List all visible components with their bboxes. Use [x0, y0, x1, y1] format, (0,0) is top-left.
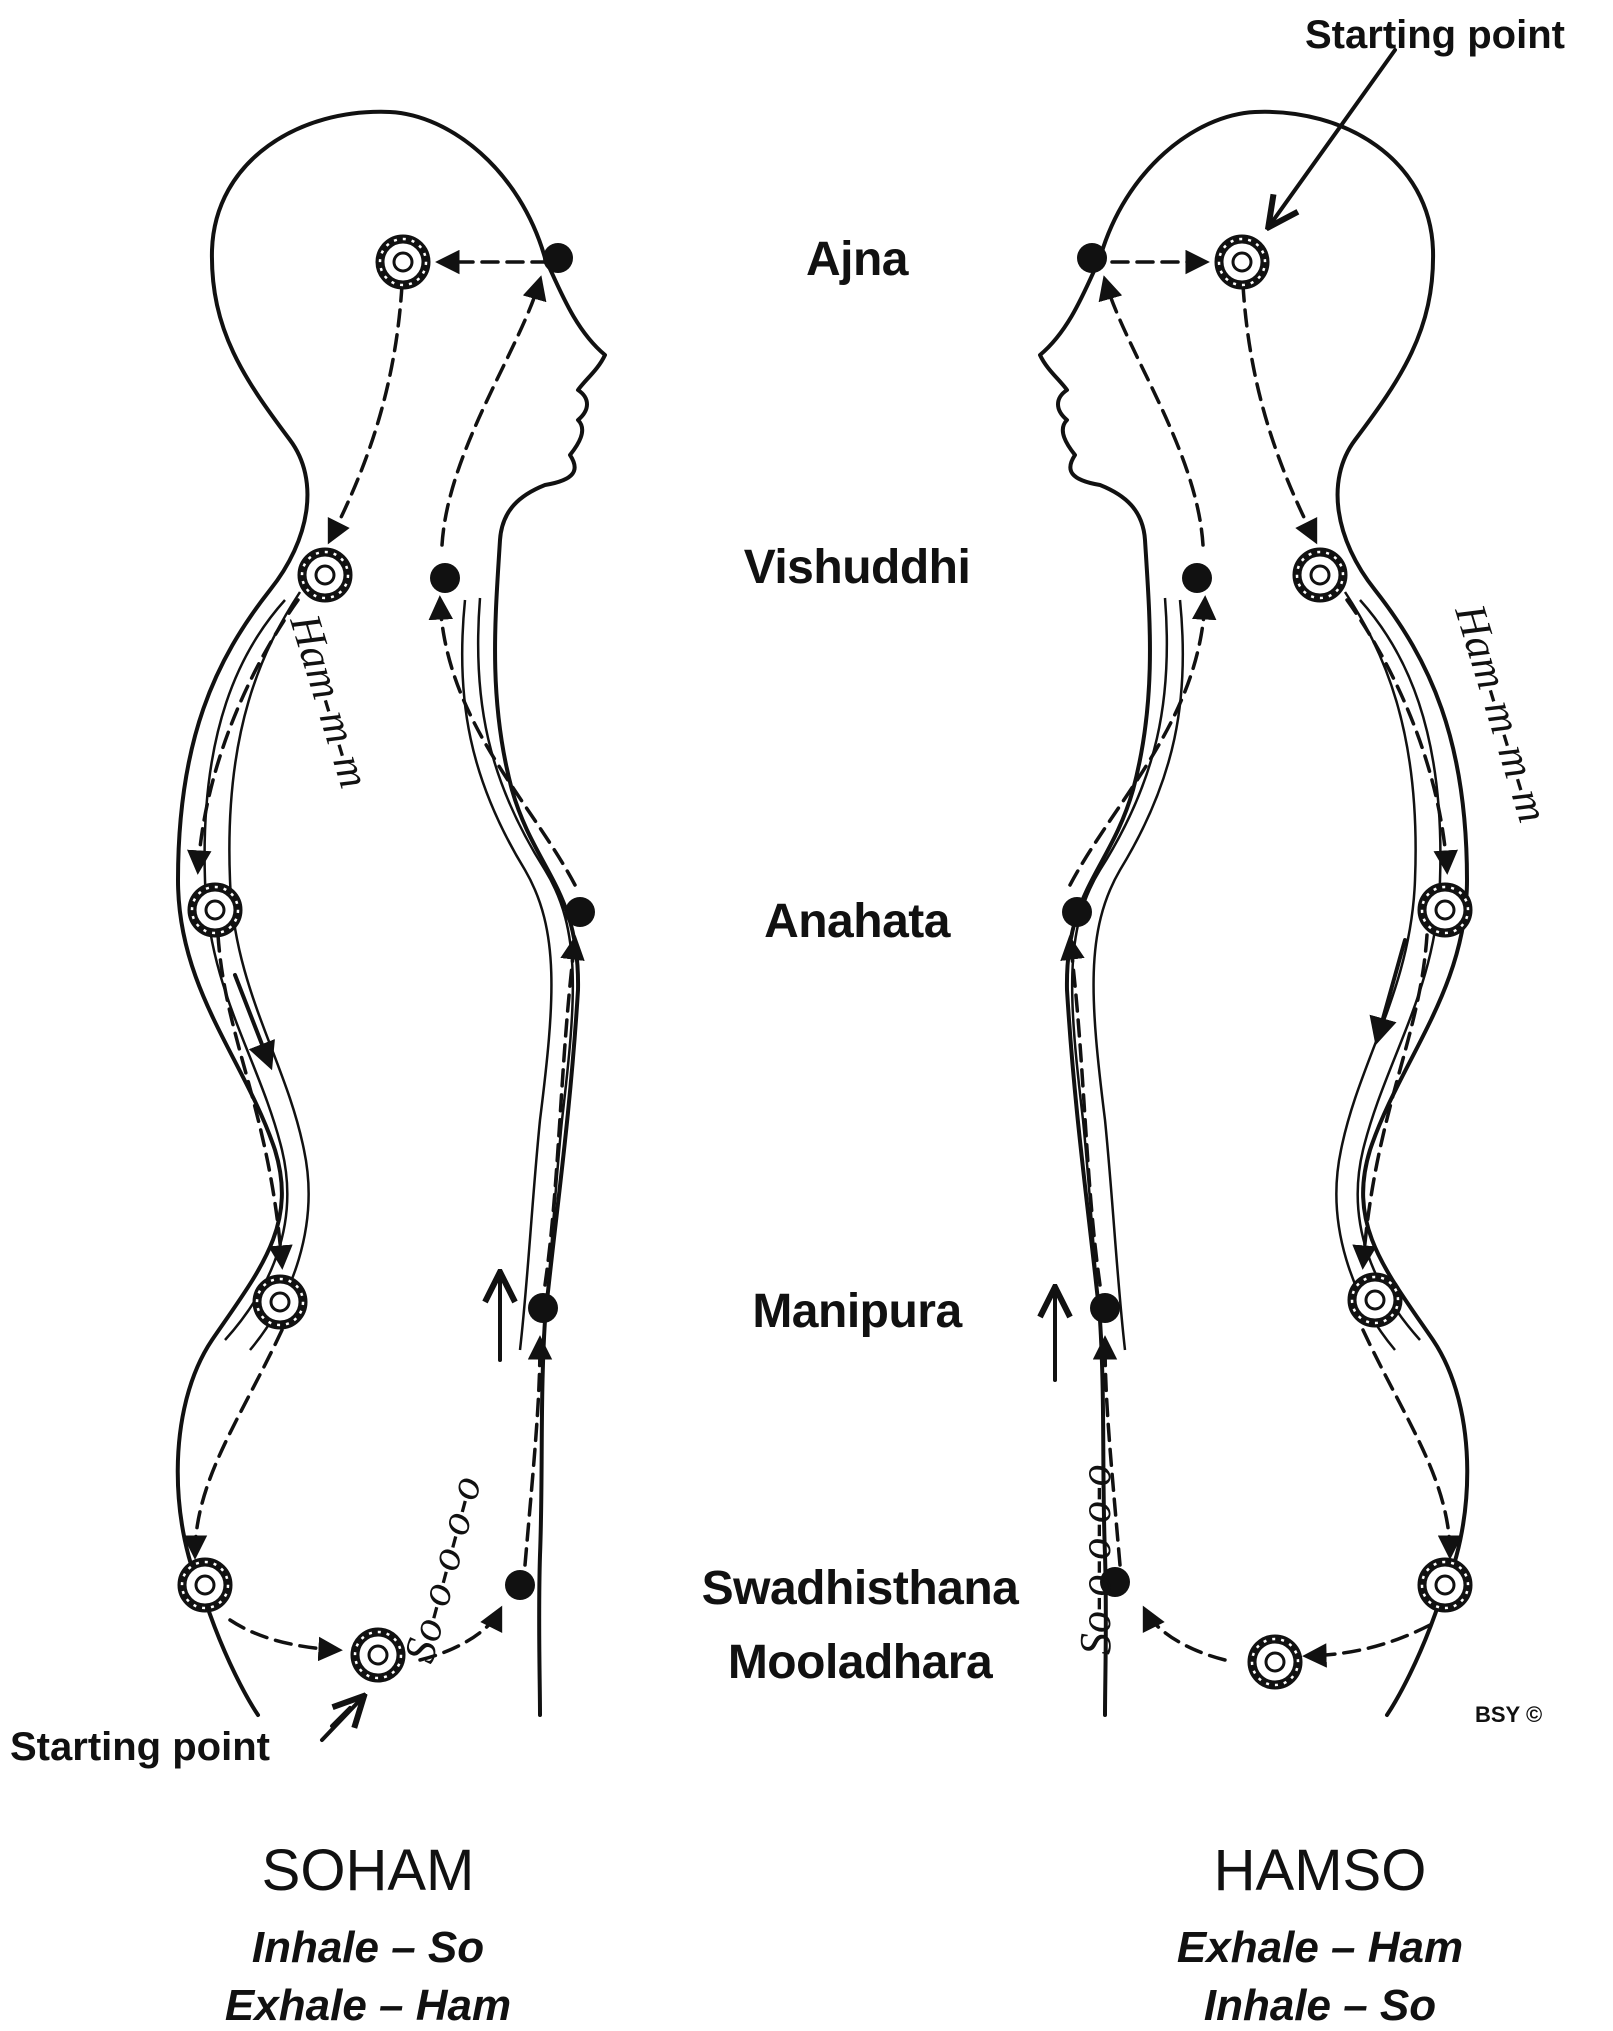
- right-dot-anahata: [1062, 897, 1092, 927]
- left-dot-manipura: [528, 1293, 558, 1323]
- right-channel-front: [1094, 600, 1183, 1350]
- left-starting-point-label: Starting point: [10, 1725, 270, 1769]
- left-dot-anahata: [565, 897, 595, 927]
- left-figure: Starting point Ham-m-m So-o-o-o-o: [10, 112, 605, 1769]
- left-flow-bottom-across: [230, 1620, 338, 1650]
- label-anahata: Anahata: [764, 895, 951, 948]
- right-ring-anahata: [1422, 887, 1468, 933]
- left-dot-vishuddhi: [430, 563, 460, 593]
- label-swadhisthana: Swadhisthana: [702, 1562, 1020, 1615]
- copyright-mark: BSY ©: [1475, 1702, 1542, 1727]
- right-title: HAMSO: [1214, 1838, 1427, 1903]
- left-front-outline: [495, 258, 605, 1715]
- left-ring-ajna: [380, 239, 426, 285]
- left-mantra-ham: Ham-m-m: [280, 608, 379, 794]
- right-dot-vishuddhi: [1182, 563, 1212, 593]
- right-dot-ajna: [1077, 243, 1107, 273]
- right-dot-manipura: [1090, 1293, 1120, 1323]
- left-flow-up-4: [440, 600, 575, 885]
- right-ring-mooladhara: [1252, 1639, 1298, 1685]
- left-start-arrow: [322, 1698, 362, 1740]
- label-ajna: Ajna: [806, 233, 909, 286]
- left-flow-up-3: [545, 940, 575, 1285]
- right-flow-up-1: [1145, 1610, 1225, 1660]
- left-dot-ajna: [543, 243, 573, 273]
- right-flow-head-down: [1243, 285, 1315, 540]
- right-channel-inner-2: [1336, 592, 1415, 1350]
- right-flow-up-3: [1070, 940, 1100, 1285]
- right-flow-up-5: [1105, 280, 1203, 545]
- left-ring-anahata: [192, 887, 238, 933]
- left-arrow-anahata: [235, 975, 270, 1065]
- left-mantra-so: So-o-o-o-o: [394, 1471, 491, 1668]
- right-flow-back-down: [1347, 600, 1447, 870]
- right-ring-vishuddhi: [1297, 552, 1343, 598]
- left-caption-line2: Exhale – Ham: [225, 1981, 511, 2030]
- left-flow-back-down: [198, 600, 298, 870]
- right-channel-front-2: [1072, 598, 1167, 1350]
- right-flow-up-4: [1070, 600, 1205, 885]
- left-ring-manipura: [257, 1279, 303, 1325]
- left-dot-swadhisthana: [505, 1570, 535, 1600]
- label-vishuddhi: Vishuddhi: [744, 541, 971, 594]
- left-flow-head-down: [330, 285, 402, 540]
- right-ring-manipura: [1352, 1277, 1398, 1323]
- right-flow-bottom-across: [1307, 1625, 1430, 1656]
- right-arrow-ham: [1377, 940, 1405, 1040]
- right-start-arrow: [1270, 50, 1395, 225]
- right-ring-ajna: [1219, 239, 1265, 285]
- right-starting-point-label: Starting point: [1305, 13, 1565, 57]
- left-channel-front: [462, 600, 551, 1350]
- right-mantra-so: So-o-o-o-o: [1071, 1464, 1120, 1655]
- left-start-arrow-2: [332, 1708, 350, 1726]
- left-flow-up-5: [442, 280, 540, 545]
- right-caption-line1: Exhale – Ham: [1177, 1923, 1463, 1972]
- label-mooladhara: Mooladhara: [728, 1636, 993, 1689]
- left-flow-hip-down: [195, 1330, 282, 1555]
- right-ring-swadhisthana: [1422, 1562, 1468, 1608]
- left-channel-inner-2: [229, 592, 308, 1350]
- label-manipura: Manipura: [752, 1285, 962, 1338]
- left-ring-vishuddhi: [302, 552, 348, 598]
- right-caption-line2: Inhale – So: [1204, 1981, 1436, 2030]
- left-caption-line1: Inhale – So: [252, 1923, 484, 1972]
- left-flow-up-2: [525, 1340, 540, 1565]
- left-title: SOHAM: [262, 1838, 475, 1903]
- right-flow-hip-down: [1363, 1330, 1450, 1555]
- left-ring-swadhisthana: [182, 1562, 228, 1608]
- left-channel-front-2: [478, 598, 573, 1350]
